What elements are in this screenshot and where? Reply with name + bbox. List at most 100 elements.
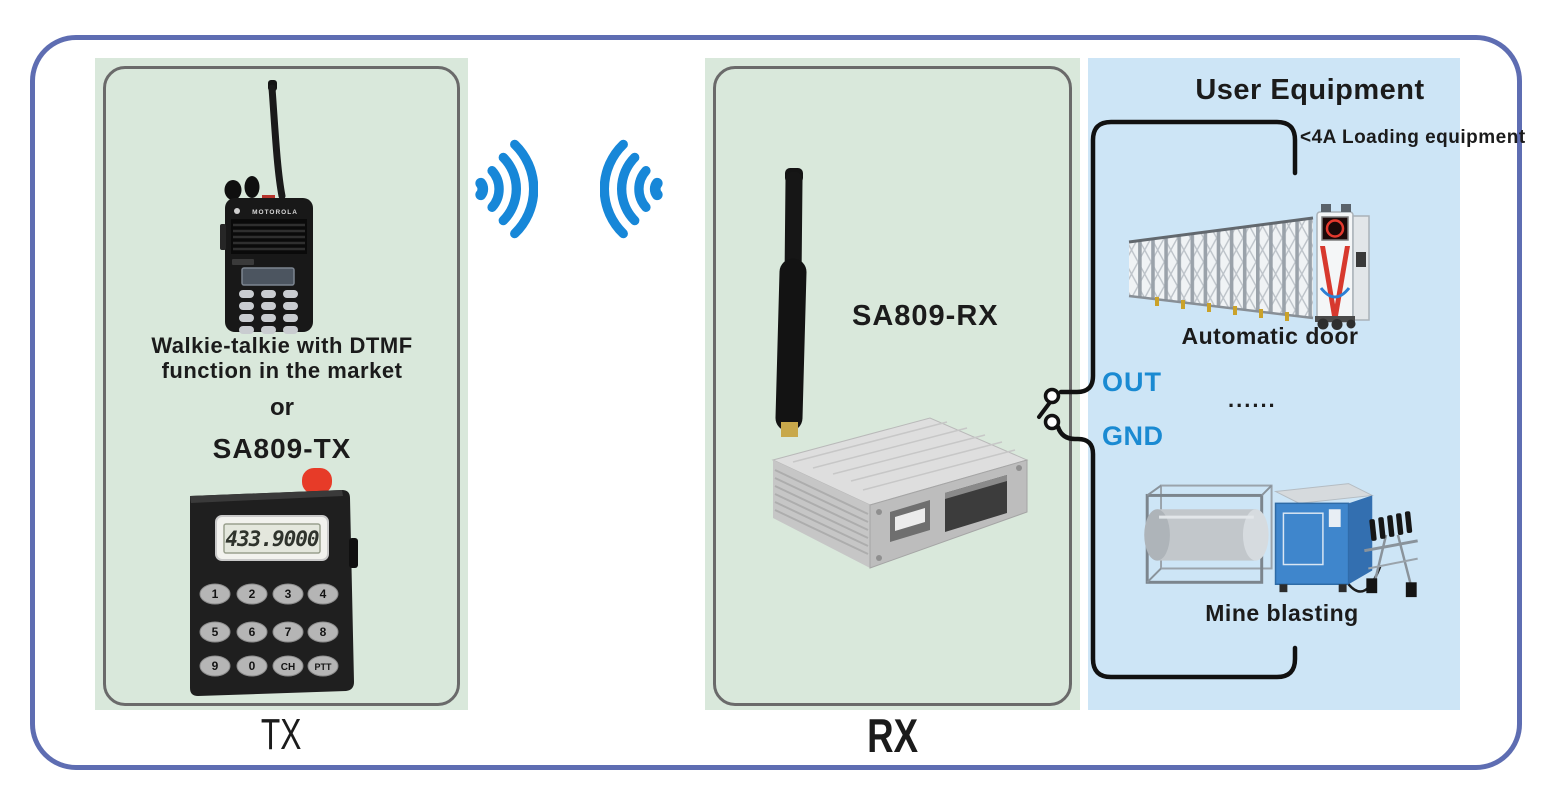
key-8: 8 xyxy=(320,625,327,639)
mine-blasting-image xyxy=(1144,483,1418,598)
tx-keypad: 1 2 3 4 5 6 7 8 9 0 CH PTT xyxy=(199,583,339,677)
cabinet-label xyxy=(1328,509,1341,528)
gate-blue-chevron xyxy=(1319,287,1351,299)
rx-slot-edge xyxy=(945,475,1007,499)
gate-wheel xyxy=(1346,319,1356,329)
ellipsis: ...... xyxy=(1228,387,1277,412)
sa809-tx-device-image: 433.9000 1 2 3 4 5 6 7 8 9 0 CH xyxy=(190,468,358,696)
key-7: 7 xyxy=(285,625,292,639)
automatic-door-label: Automatic door xyxy=(1181,323,1359,349)
detonator-cylinders xyxy=(1369,511,1413,541)
rx-antenna-lower xyxy=(775,258,807,432)
mine-blasting-label: Mine blasting xyxy=(1205,600,1359,626)
sa809-rx-label: SA809-RX xyxy=(852,300,999,332)
gate-top-rail xyxy=(1128,216,1314,244)
tank-frame-edge xyxy=(1261,484,1273,497)
key-4: 4 xyxy=(320,587,327,601)
cabinet-side xyxy=(1348,495,1373,585)
walkie-model-label xyxy=(232,259,254,265)
walkie-logo-dot xyxy=(234,208,240,214)
signal-waves-left-icon xyxy=(600,139,663,239)
walkie-brand-text: MOTOROLA xyxy=(252,209,298,216)
key-9: 9 xyxy=(212,659,219,673)
walkie-red-accent xyxy=(262,195,275,200)
rx-screw xyxy=(1016,465,1022,471)
rack-box xyxy=(1405,582,1417,598)
key-2: 2 xyxy=(249,587,256,601)
bracket-bottom-run xyxy=(1055,424,1298,680)
gate-feet xyxy=(1155,297,1289,321)
gate-post-tower xyxy=(1352,215,1370,321)
tank-end xyxy=(1242,509,1269,561)
rack-bar xyxy=(1364,539,1418,553)
gate-post-cap xyxy=(1321,204,1331,212)
tx-lcd-value: 433.9000 xyxy=(225,527,319,551)
gate-wheel xyxy=(1317,318,1329,330)
gate-post-window xyxy=(1356,252,1366,267)
rx-screw xyxy=(876,509,882,515)
gate-wheel xyxy=(1331,319,1343,330)
tx-device-side-button xyxy=(349,538,358,568)
gate-post-cap xyxy=(1341,204,1351,212)
walkie-antenna xyxy=(268,84,286,200)
gnd-terminal xyxy=(1043,413,1061,431)
gnd-label: GND xyxy=(1102,421,1164,451)
rx-box-front-ridges xyxy=(774,469,869,555)
rx-usb-tongue xyxy=(895,508,925,531)
tx-device-red-cap xyxy=(302,468,332,494)
tank-frame-edge xyxy=(1146,484,1162,497)
walkie-side-button xyxy=(220,224,226,250)
key-ptt: PTT xyxy=(315,662,333,672)
cabinet-leg xyxy=(1338,584,1347,593)
rx-box-front xyxy=(773,460,870,568)
gate-red-chevron xyxy=(1333,246,1350,316)
tx-lcd-screen xyxy=(223,523,321,554)
walkie-display xyxy=(241,267,295,286)
key-0: 0 xyxy=(249,659,256,673)
key-6: 6 xyxy=(249,625,256,639)
rx-panel-label: RX xyxy=(867,709,918,762)
cabinet-door xyxy=(1282,512,1324,566)
connection-bracket xyxy=(1037,119,1298,680)
gate-posts xyxy=(1129,218,1313,318)
loading-equipment-note: <4A Loading equipment xyxy=(1300,127,1526,148)
key-3: 3 xyxy=(285,587,292,601)
gate-axle xyxy=(1315,316,1355,322)
tx-device-top-edge xyxy=(190,490,343,503)
walkie-knob xyxy=(244,176,260,198)
cabinet-top xyxy=(1273,483,1374,504)
rx-antenna-connector xyxy=(781,422,798,437)
bracket-top-run xyxy=(1058,119,1298,395)
out-label: OUT xyxy=(1102,367,1162,397)
user-equipment-title: User Equipment xyxy=(1195,74,1425,106)
gate-red-chevron xyxy=(1320,246,1337,316)
tx-panel-border xyxy=(103,66,460,706)
walkie-speaker-lines xyxy=(233,223,305,251)
or-label: or xyxy=(270,394,294,421)
walkie-talkie-image: MOTOROLA xyxy=(220,80,313,334)
walkie-keypad xyxy=(239,290,298,334)
sa809-tx-label: SA809-TX xyxy=(212,433,352,464)
rx-screw xyxy=(876,555,882,561)
rx-panel-background xyxy=(705,58,1080,710)
user-equipment-panel xyxy=(1088,58,1460,710)
tx-caption-line1: Walkie-talkie with DTMF xyxy=(151,333,413,358)
tx-panel-label: TX xyxy=(261,710,302,759)
automatic-door-image xyxy=(1128,204,1370,330)
rack-brace xyxy=(1368,557,1418,570)
key-1: 1 xyxy=(212,587,219,601)
cabinet-leg xyxy=(1279,584,1288,593)
tank-frame-edge xyxy=(1146,567,1162,583)
key-5: 5 xyxy=(212,625,219,639)
out-terminal xyxy=(1043,387,1061,405)
tx-caption: Walkie-talkie with DTMF function in the … xyxy=(112,333,452,383)
rx-box-top-texture xyxy=(792,421,1016,491)
key-ch: CH xyxy=(281,662,295,673)
sa809-rx-device-image xyxy=(771,168,1029,569)
tank-end xyxy=(1144,509,1170,561)
tx-caption-line2: function in the market xyxy=(161,358,403,383)
walkie-knob xyxy=(224,180,242,200)
signal-waves-right-icon xyxy=(475,139,538,239)
rx-panel-border xyxy=(713,66,1072,706)
